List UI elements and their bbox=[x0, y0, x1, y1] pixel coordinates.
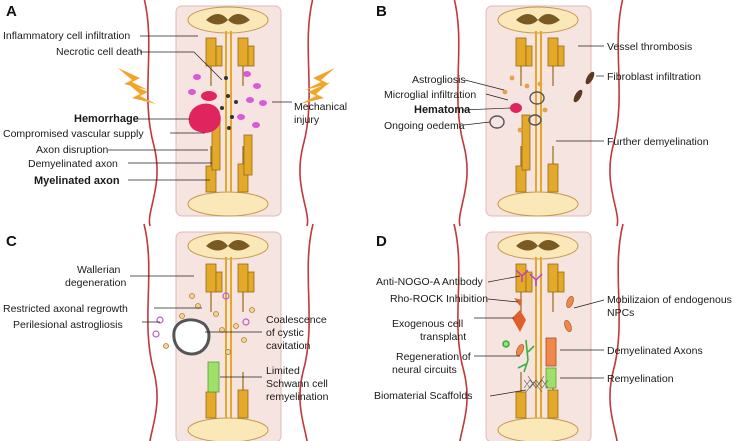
spinal-cord-b bbox=[453, 0, 624, 227]
label-remyelination: remyelination bbox=[266, 391, 329, 403]
label-schwann-cell: Schwann cell bbox=[266, 378, 328, 390]
label-cavitation: cavitation bbox=[266, 340, 311, 352]
hemorrhage-icon bbox=[188, 91, 221, 133]
necrotic-cells bbox=[220, 76, 238, 130]
panel-letter-d: D bbox=[376, 233, 387, 250]
biomaterial-scaffold-icon bbox=[523, 375, 549, 393]
antibody-icon bbox=[515, 269, 543, 286]
axon-fragment-dots bbox=[163, 293, 255, 355]
label-necrotic-cell-death: Necrotic cell death bbox=[56, 46, 143, 58]
label-microglial-infiltration: Microglial infiltration bbox=[384, 89, 476, 101]
label-regeneration-of: Regeneration of bbox=[396, 351, 471, 363]
label-injury: injury bbox=[294, 114, 320, 126]
label-inflammatory-cell-infiltration: Inflammatory cell infiltration bbox=[3, 30, 130, 42]
label-exogenous-cell: Exogenous cell bbox=[392, 318, 463, 330]
panel-d: D bbox=[374, 223, 732, 441]
spinal-cord-c bbox=[143, 223, 314, 441]
astrocyte-cells-c bbox=[152, 292, 250, 338]
panel-c: C Wallerian degeneration Restrict bbox=[3, 223, 329, 441]
label-rho-rock-inhibition: Rho-ROCK Inhibition bbox=[390, 293, 488, 305]
label-limited: Limited bbox=[266, 365, 300, 377]
panel-letter-c: C bbox=[6, 233, 17, 250]
regenerating-neuron-icon bbox=[502, 339, 535, 373]
label-coalescence: Coalescence bbox=[266, 314, 327, 326]
label-leaders-a bbox=[108, 35, 292, 181]
label-leaders-b bbox=[461, 45, 604, 142]
label-hematoma: Hematoma bbox=[414, 104, 471, 116]
fibroblast-cells bbox=[573, 71, 595, 103]
label-myelinated-axon: Myelinated axon bbox=[34, 175, 120, 187]
panel-b: B Astrogliosis bbox=[376, 0, 709, 227]
label-npcs: NPCs bbox=[607, 307, 634, 319]
cystic-cavity-icon bbox=[172, 318, 211, 356]
label-vessel-thrombosis: Vessel thrombosis bbox=[607, 41, 692, 53]
label-neural-circuits: neural circuits bbox=[392, 364, 457, 376]
panel-a: A bbox=[3, 0, 347, 227]
npc-cells bbox=[515, 295, 574, 356]
label-mechanical: Mechanical bbox=[294, 101, 347, 113]
label-degeneration: degeneration bbox=[65, 277, 126, 289]
label-hemorrhage: Hemorrhage bbox=[74, 113, 139, 125]
spinal-cord-d bbox=[453, 223, 624, 441]
panel-letter-b: B bbox=[376, 3, 387, 20]
label-axon-disruption: Axon disruption bbox=[36, 144, 109, 156]
microglia-cells bbox=[502, 75, 548, 133]
label-wallerian: Wallerian bbox=[77, 264, 121, 276]
label-mobilizaion-of-endogenous: Mobilizaion of endogenous bbox=[607, 294, 732, 306]
label-further-demyelination: Further demyelination bbox=[607, 136, 709, 148]
spinal-cord-a bbox=[143, 0, 314, 227]
label-demyelinated-axons: Demyelinated Axons bbox=[607, 345, 703, 357]
panel-letter-a: A bbox=[6, 3, 17, 20]
label-of-cystic: of cystic bbox=[266, 327, 304, 339]
label-anti-nogo-a-antibody: Anti-NOGO-A Antibody bbox=[376, 276, 484, 288]
label-remyelination-d: Remyelination bbox=[607, 373, 674, 385]
label-compromised-vascular-supply: Compromised vascular supply bbox=[3, 128, 144, 140]
label-leaders-c bbox=[130, 275, 262, 378]
label-astrogliosis: Astrogliosis bbox=[412, 74, 466, 86]
label-demyelinated-axon: Demyelinated axon bbox=[28, 158, 118, 170]
label-transplant: transplant bbox=[420, 331, 466, 343]
label-fibroblast-infiltration: Fibroblast infiltration bbox=[607, 71, 701, 83]
label-perilesional-astrogliosis: Perilesional astrogliosis bbox=[13, 319, 123, 331]
label-ongoing-oedema: Ongoing oedema bbox=[384, 120, 465, 132]
inflammatory-cells bbox=[188, 71, 267, 128]
label-restricted-axonal-regrowth: Restricted axonal regrowth bbox=[3, 303, 128, 315]
label-biomaterial-scaffolds: Biomaterial Scaffolds bbox=[374, 390, 472, 402]
hematoma-icon bbox=[510, 103, 522, 113]
label-leaders-d bbox=[474, 275, 605, 397]
